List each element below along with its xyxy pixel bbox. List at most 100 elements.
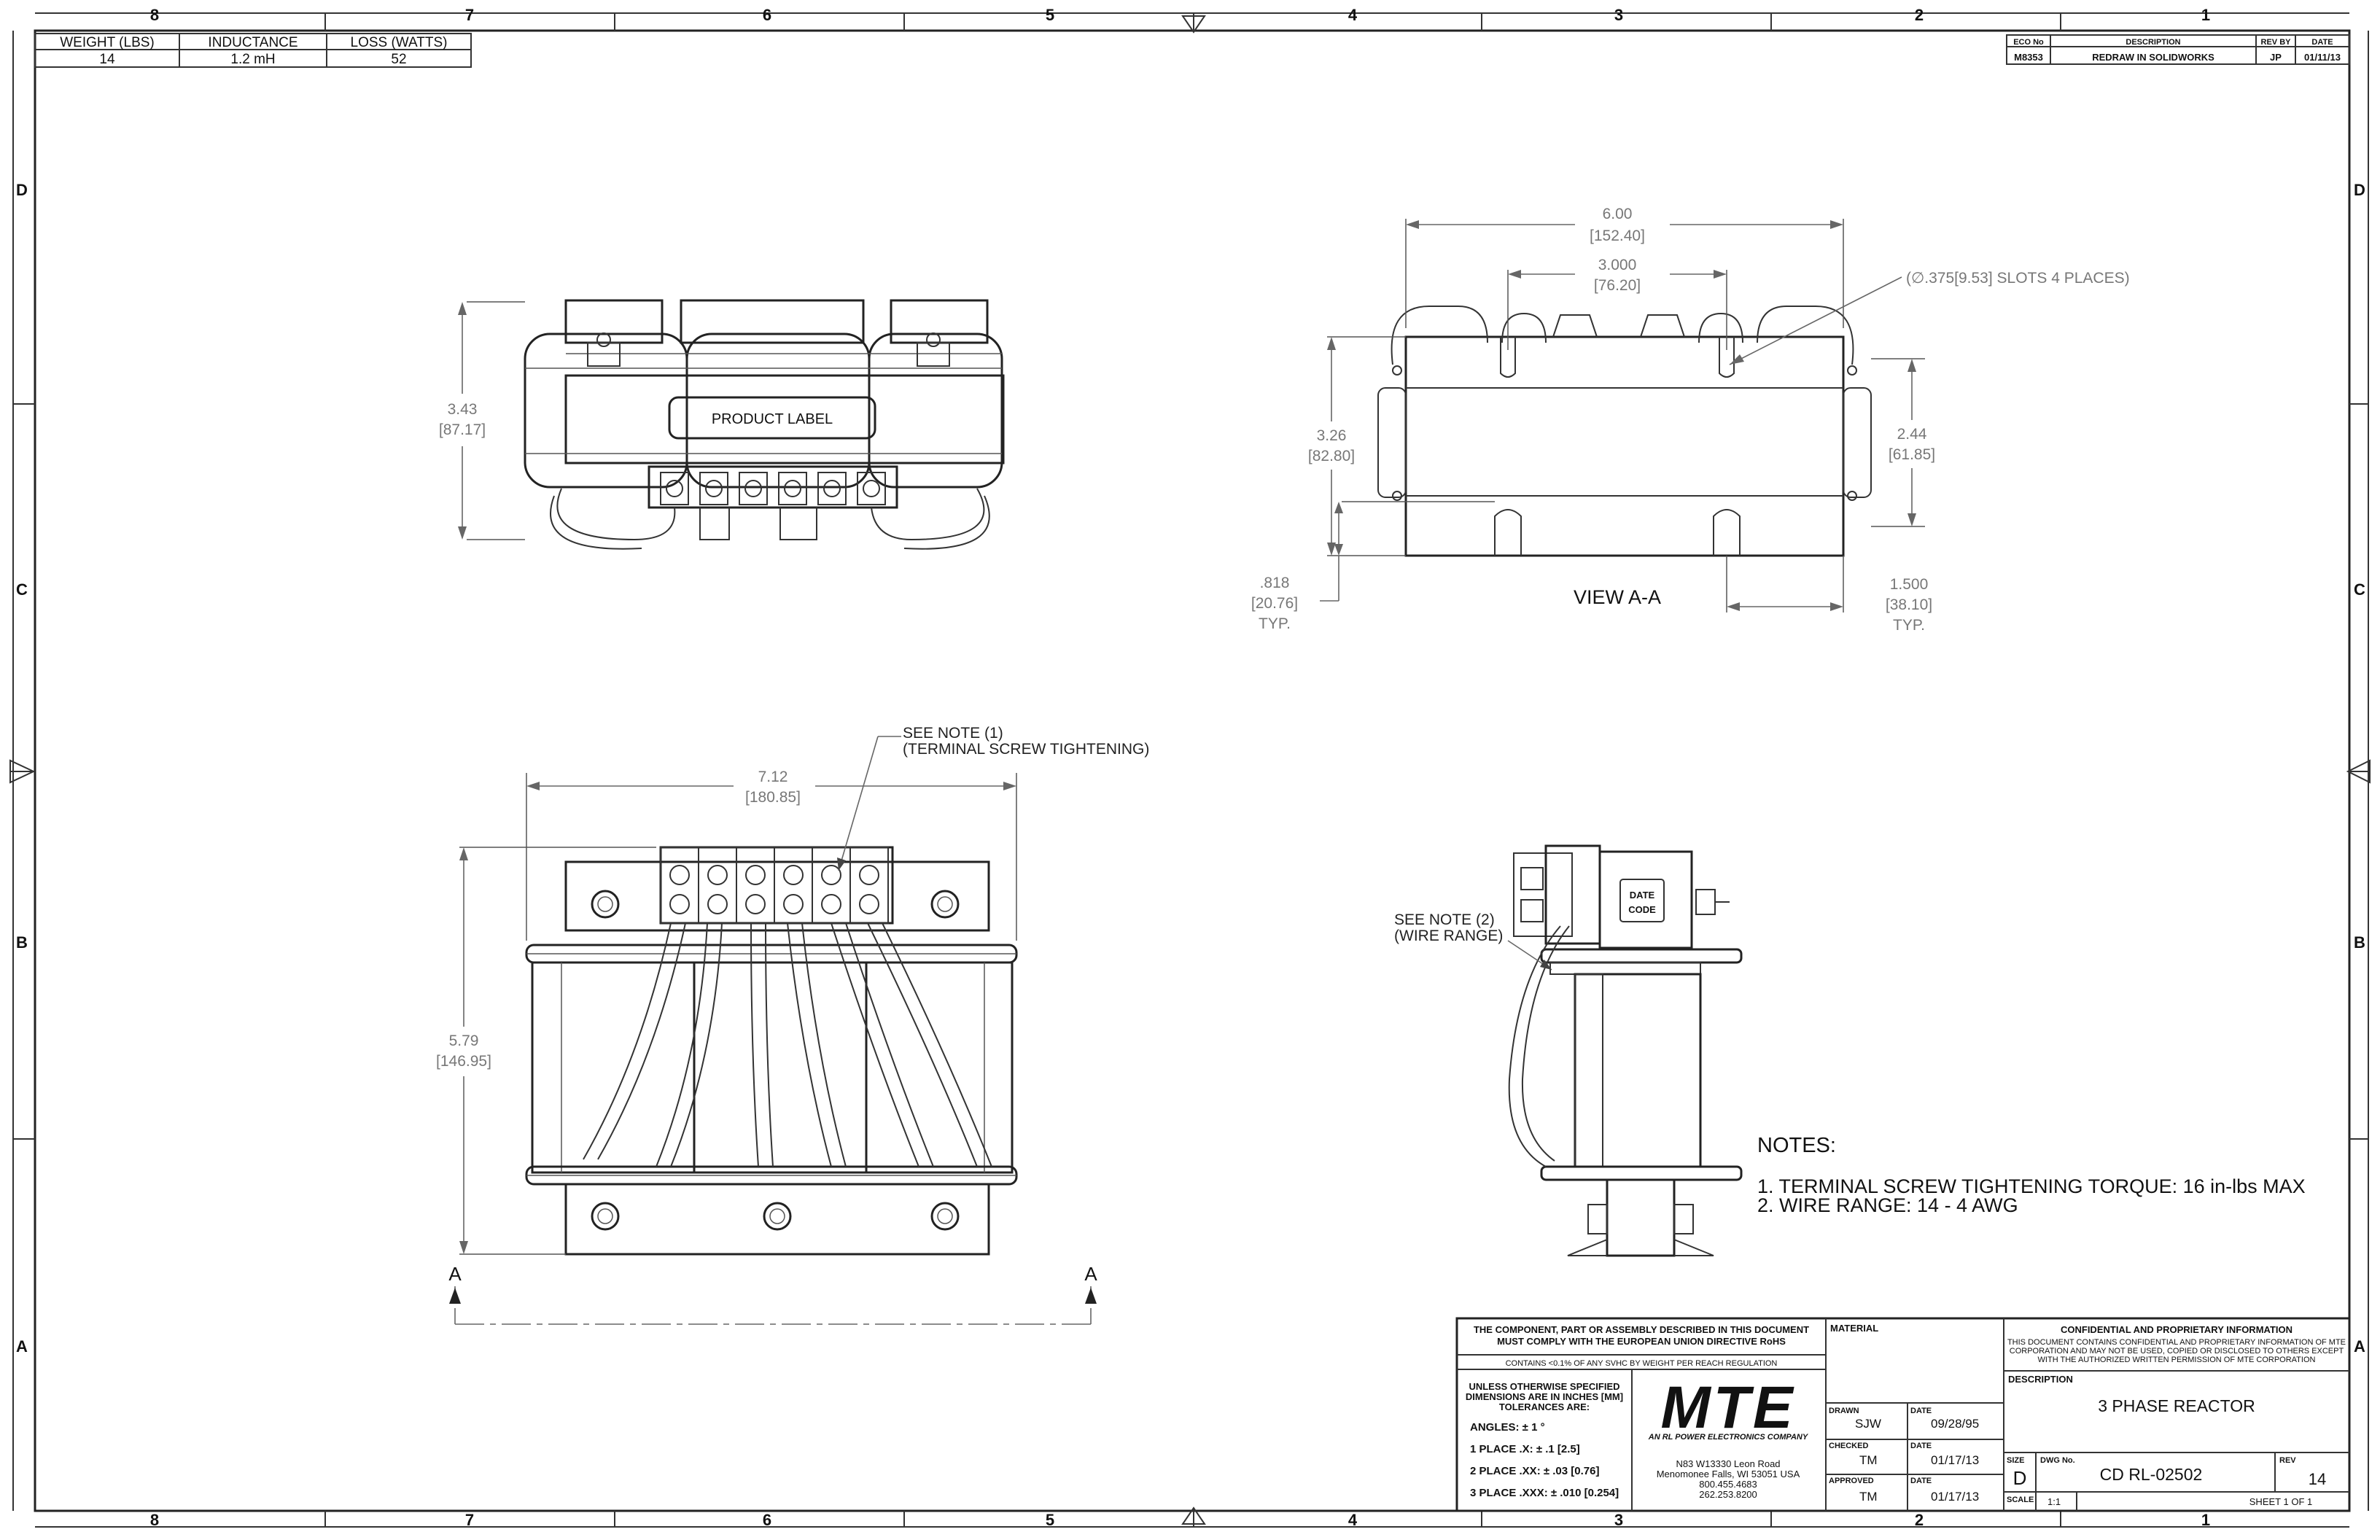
rev-header-date: DATE xyxy=(2311,38,2333,47)
rev-date: 01/11/13 xyxy=(2304,52,2341,63)
zone-row-d-right: D xyxy=(2354,181,2365,199)
zone-col-5: 5 xyxy=(1046,6,1054,24)
rev-header-revby: REV BY xyxy=(2261,38,2292,47)
zone-row-d: D xyxy=(16,181,28,199)
note-item-1: 1. TERMINAL SCREW TIGHTENING TORQUE: 16 … xyxy=(1757,1175,2306,1197)
zone-labels: 8 7 6 5 4 3 2 1 8 7 6 5 4 3 2 1 D C B A … xyxy=(16,6,2365,1529)
tb-rev: 14 xyxy=(2309,1470,2326,1488)
date-code-line2: CODE xyxy=(1628,904,1656,915)
zone-row-b: B xyxy=(16,933,28,952)
tb-address-2: Menomonee Falls, WI 53051 USA xyxy=(1657,1469,1800,1479)
tb-confidential-1: THIS DOCUMENT CONTAINS CONFIDENTIAL AND … xyxy=(2007,1338,2346,1347)
section-label-left: A xyxy=(448,1263,462,1285)
zone-col-5-bottom: 5 xyxy=(1046,1511,1054,1529)
side-view: DATE CODE SEE NOTE (2) (WIRE RANGE) xyxy=(1394,844,1743,1257)
spec-header-weight: WEIGHT (LBS) xyxy=(60,35,155,50)
tb-place3: 3 PLACE .XXX: ± .010 [0.254] xyxy=(1470,1487,1619,1499)
tb-checked-date-label: DATE xyxy=(1910,1442,1932,1450)
tb-description: 3 PHASE REACTOR xyxy=(2098,1396,2255,1415)
zone-col-7-bottom: 7 xyxy=(465,1511,474,1529)
aa-slot-depth-in: .818 xyxy=(1260,575,1290,591)
note-item-2: 2. WIRE RANGE: 14 - 4 AWG xyxy=(1757,1194,2018,1216)
tb-angles: ANGLES: ± 1 ° xyxy=(1470,1421,1545,1434)
title-block: THE COMPONENT, PART OR ASSEMBLY DESCRIBE… xyxy=(1455,1317,2351,1512)
tb-place2: 2 PLACE .XX: ± .03 [0.76] xyxy=(1470,1465,1599,1477)
tb-confidential-3: WITH THE AUTHORIZED WRITTEN PERMISSION O… xyxy=(2038,1356,2316,1364)
zone-row-a: A xyxy=(16,1337,28,1356)
tb-compliance-1: THE COMPONENT, PART OR ASSEMBLY DESCRIBE… xyxy=(1474,1324,1809,1335)
tb-rev-label: REV xyxy=(2279,1456,2296,1465)
tb-approved-by: TM xyxy=(1859,1490,1878,1504)
spec-value-loss: 52 xyxy=(391,52,406,67)
rev-by: JP xyxy=(2270,52,2282,63)
zone-row-b-right: B xyxy=(2354,933,2365,952)
aa-slot-pitch-in: 3.000 xyxy=(1598,257,1637,273)
tb-address-1: N83 W13330 Leon Road xyxy=(1676,1458,1780,1469)
tb-checked-date: 01/17/13 xyxy=(1931,1453,1979,1467)
side-note2-line2: (WIRE RANGE) xyxy=(1394,928,1503,944)
zone-col-1: 1 xyxy=(2201,6,2210,24)
top-height-mm: [87.17] xyxy=(439,421,486,438)
tb-checked-label: CHECKED xyxy=(1829,1442,1868,1450)
tb-dwg-label: DWG No. xyxy=(2040,1456,2075,1465)
zone-col-3-bottom: 3 xyxy=(1614,1511,1623,1529)
zone-row-c-right: C xyxy=(2354,580,2365,599)
spec-header-loss: LOSS (WATTS) xyxy=(351,35,448,50)
rev-header-eco: ECO No xyxy=(2013,38,2044,47)
tb-drawn-label: DRAWN xyxy=(1829,1407,1859,1415)
top-height-in: 3.43 xyxy=(448,401,478,418)
sheet-border xyxy=(9,12,2371,1528)
zone-col-8-bottom: 8 xyxy=(150,1511,159,1529)
tb-material-label: MATERIAL xyxy=(1830,1323,1878,1334)
tb-sheet: SHEET 1 OF 1 xyxy=(2249,1496,2312,1507)
tb-drawn-date: 09/28/95 xyxy=(1931,1417,1979,1431)
zone-col-7: 7 xyxy=(465,6,474,24)
spec-value-inductance: 1.2 mH xyxy=(230,52,275,67)
rev-eco: M8353 xyxy=(2014,52,2043,63)
zone-col-3: 3 xyxy=(1614,6,1623,24)
aa-slot-width-mm: [38.10] xyxy=(1886,596,1932,613)
revision-block: ECO No DESCRIPTION REV BY DATE M8353 RED… xyxy=(2006,34,2350,65)
tb-tolerance-2: DIMENSIONS ARE IN INCHES [MM] xyxy=(1466,1391,1623,1402)
section-label-right: A xyxy=(1084,1263,1097,1285)
rev-header-description: DESCRIPTION xyxy=(2126,38,2180,47)
aa-height-in: 3.26 xyxy=(1317,427,1347,444)
tb-confidential-2: CORPORATION AND MAY NOT BE USED, COPIED … xyxy=(2010,1347,2344,1356)
tb-compliance-2: MUST COMPLY WITH THE EUROPEAN UNION DIRE… xyxy=(1497,1336,1786,1347)
notes-block: NOTES: 1. TERMINAL SCREW TIGHTENING TORQ… xyxy=(1757,1134,2306,1216)
aa-overall-in: 6.00 xyxy=(1603,206,1633,222)
tb-description-label: DESCRIPTION xyxy=(2008,1374,2073,1385)
zone-col-6-bottom: 6 xyxy=(763,1511,771,1529)
zone-col-4: 4 xyxy=(1348,6,1358,24)
tb-confidential-title: CONFIDENTIAL AND PROPRIETARY INFORMATION xyxy=(2061,1324,2292,1335)
tb-checked-by: TM xyxy=(1859,1453,1878,1467)
front-height-mm: [146.95] xyxy=(436,1053,491,1070)
aa-slot-width-in: 1.500 xyxy=(1890,576,1929,593)
zone-row-a-right: A xyxy=(2354,1337,2365,1356)
product-label-text: PRODUCT LABEL xyxy=(712,411,833,427)
side-note2-line1: SEE NOTE (2) xyxy=(1394,911,1495,928)
aa-slot-width-typ: TYP. xyxy=(1893,617,1925,634)
top-view: PRODUCT LABEL 3.43 [87.17] xyxy=(426,299,1005,550)
product-label-plate xyxy=(668,396,876,440)
mte-tagline: AN RL POWER ELECTRONICS COMPANY xyxy=(1648,1433,1809,1442)
zone-col-4-bottom: 4 xyxy=(1348,1511,1358,1529)
spec-value-weight: 14 xyxy=(99,52,115,67)
zone-col-2-bottom: 2 xyxy=(1915,1511,1924,1529)
aa-slot-pitch-mm: [76.20] xyxy=(1594,277,1641,294)
tb-place1: 1 PLACE .X: ± .1 [2.5] xyxy=(1470,1443,1580,1455)
front-height-in: 5.79 xyxy=(449,1032,479,1049)
tb-approved-label: APPROVED xyxy=(1829,1477,1874,1485)
zone-col-2: 2 xyxy=(1915,6,1924,24)
aa-overall-mm: [152.40] xyxy=(1590,228,1645,244)
tb-drawn-date-label: DATE xyxy=(1910,1407,1932,1415)
tb-scale-label: SCALE xyxy=(2007,1496,2034,1504)
aa-slot-callout: (∅.375[9.53] SLOTS 4 PLACES) xyxy=(1906,270,2130,287)
front-width-in: 7.12 xyxy=(758,769,788,785)
front-note1-line1: SEE NOTE (1) xyxy=(903,725,1003,742)
front-view: SEE NOTE (1) (TERMINAL SCREW TIGHTENING)… xyxy=(426,725,1149,1325)
aa-height-mm: [82.80] xyxy=(1308,448,1355,464)
notes-heading: NOTES: xyxy=(1757,1134,1836,1157)
view-aa-title: VIEW A-A xyxy=(1574,586,1661,608)
